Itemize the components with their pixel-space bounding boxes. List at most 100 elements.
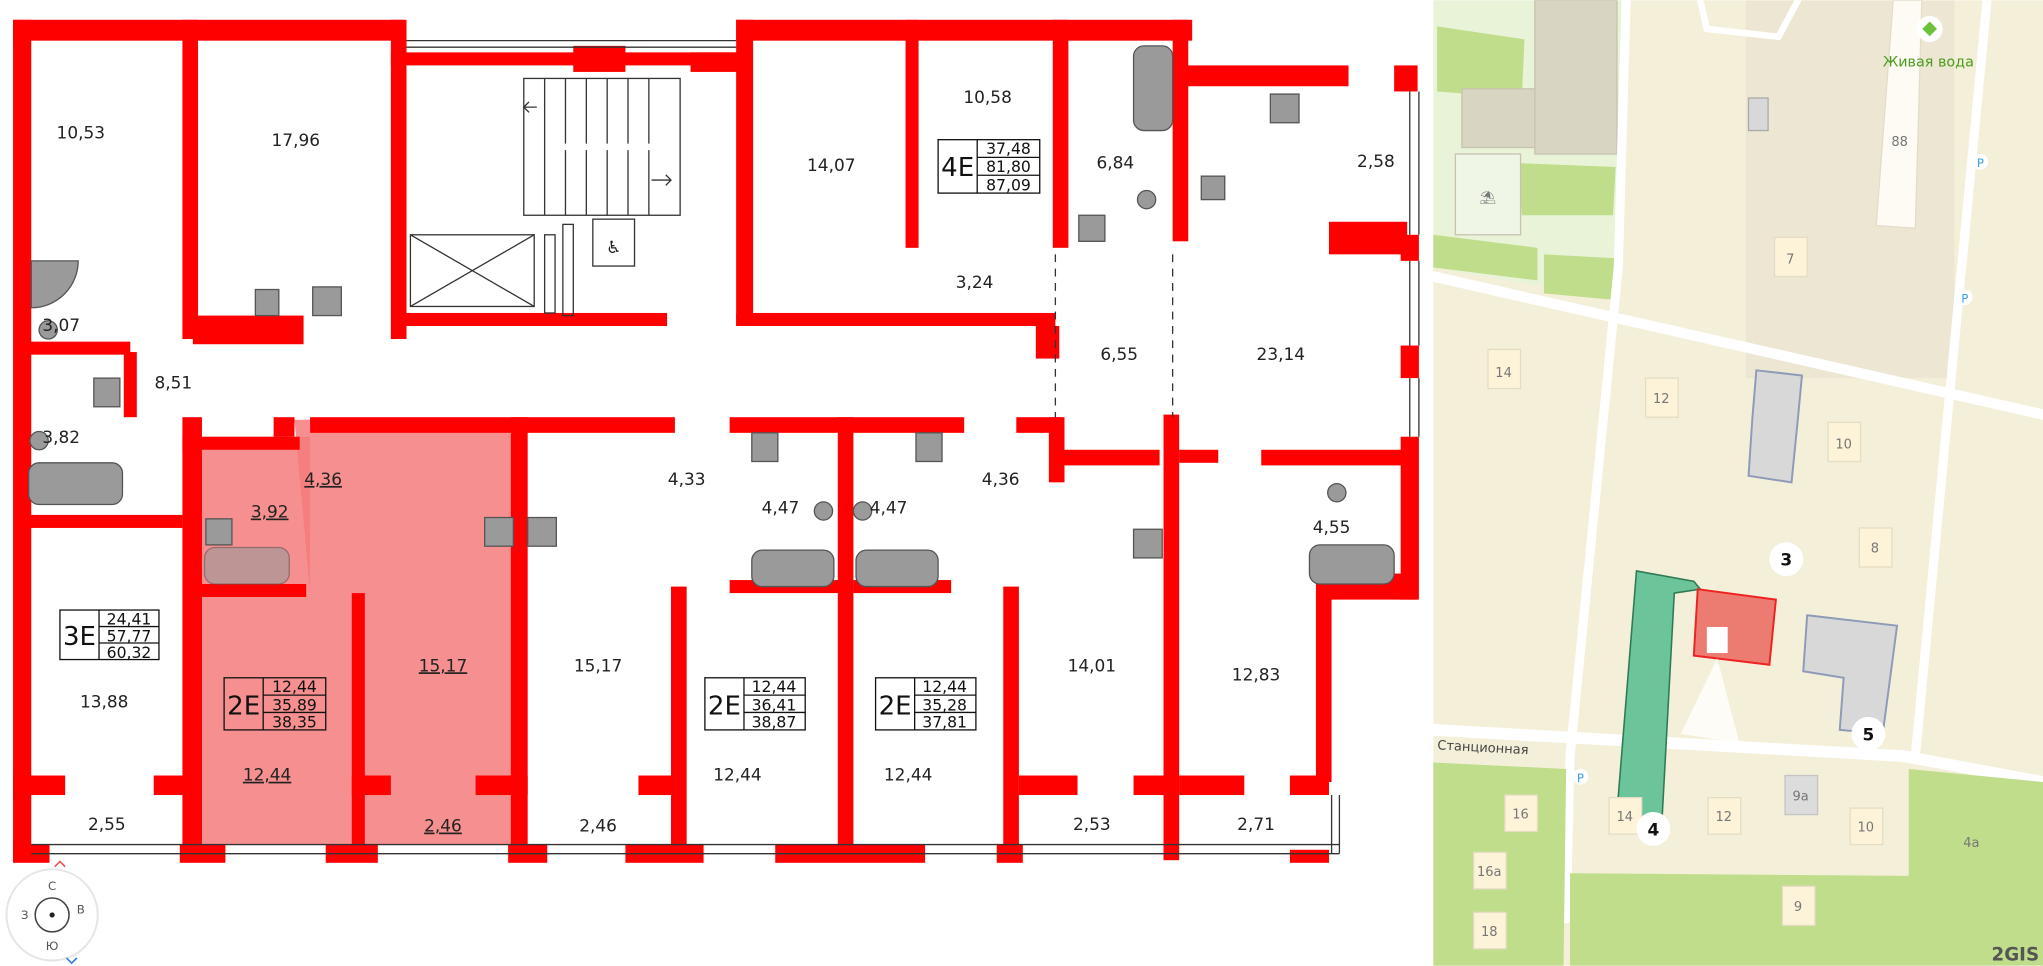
washer xyxy=(915,432,943,463)
building-3 xyxy=(1747,369,1804,484)
room-area: 12,83 xyxy=(1232,664,1280,684)
svg-text:35,89: 35,89 xyxy=(272,695,317,714)
svg-text:35,28: 35,28 xyxy=(922,695,967,714)
building-number: 16а xyxy=(1477,865,1502,880)
stove xyxy=(1269,93,1300,124)
bathtub xyxy=(203,546,290,585)
toilet xyxy=(852,501,873,521)
apartment-badge-2e[interactable]: 2E 12,44 35,28 37,81 xyxy=(874,677,977,731)
room-area: 6,84 xyxy=(1096,152,1134,172)
building-5 xyxy=(1802,614,1899,735)
room-area: 3,24 xyxy=(956,272,994,292)
room-area: 2,46 xyxy=(579,816,617,836)
room-area: 2,55 xyxy=(88,814,126,834)
svg-text:P: P xyxy=(1577,771,1584,785)
room-area: 2,71 xyxy=(1237,814,1275,834)
building-number: 9а xyxy=(1793,789,1809,804)
building-selected[interactable] xyxy=(1692,588,1777,666)
map[interactable]: ⛱ 88 Живая вода xyxy=(1433,0,2043,966)
building-number: 16 xyxy=(1512,808,1529,823)
washer xyxy=(93,377,121,408)
room-area: 15,17 xyxy=(419,655,467,675)
building-number: 12 xyxy=(1716,810,1733,825)
svg-text:38,35: 38,35 xyxy=(272,712,317,731)
apartment-badge-2e-selected[interactable]: 2E 12,44 35,89 38,35 xyxy=(223,677,327,731)
svg-text:P: P xyxy=(1961,292,1968,306)
room-area: 2,46 xyxy=(424,816,462,836)
svg-text:P: P xyxy=(1977,156,1984,170)
stove xyxy=(312,286,343,317)
washer xyxy=(205,518,233,546)
staircase xyxy=(522,77,681,216)
washer xyxy=(1078,214,1106,242)
room-area: 14,01 xyxy=(1068,655,1116,675)
svg-text:5: 5 xyxy=(1863,724,1875,744)
svg-text:3E: 3E xyxy=(63,622,96,652)
room-area: 6,55 xyxy=(1100,344,1138,364)
building-number: 88 xyxy=(1891,135,1908,150)
room-area: 12,44 xyxy=(243,765,291,785)
compass-north: С xyxy=(48,879,56,893)
room-area: 3,92 xyxy=(251,502,289,522)
compass[interactable]: С Ю З В xyxy=(5,860,99,965)
shower xyxy=(30,260,79,309)
fixtures xyxy=(28,45,1395,588)
compass-south: Ю xyxy=(46,939,59,953)
apartment-badge-4e[interactable]: 4E 37,48 81,80 87,09 xyxy=(937,139,1041,194)
sink xyxy=(254,288,280,317)
room-area: 3,07 xyxy=(42,315,80,335)
stove xyxy=(484,516,515,547)
wheelchair-icon: ♿ xyxy=(592,218,636,267)
bathtub xyxy=(751,549,835,588)
svg-text:24,41: 24,41 xyxy=(107,609,152,628)
svg-text:37,48: 37,48 xyxy=(986,139,1031,158)
bathtub xyxy=(1132,45,1174,132)
bathtub xyxy=(855,549,939,588)
svg-text:87,09: 87,09 xyxy=(986,175,1031,194)
room-area: 14,07 xyxy=(807,155,855,175)
building-number: 10 xyxy=(1835,437,1852,452)
badge-4[interactable]: 4 xyxy=(1636,811,1671,846)
room-area: 3,82 xyxy=(42,427,80,447)
building-number: 7 xyxy=(1786,252,1794,267)
walls xyxy=(13,19,1419,863)
svg-text:12,44: 12,44 xyxy=(272,677,317,696)
svg-text:81,80: 81,80 xyxy=(986,157,1031,176)
selected-section-marker xyxy=(1706,626,1728,654)
room-area: 4,36 xyxy=(982,469,1020,489)
building-number: 12 xyxy=(1653,392,1670,407)
svg-text:♿: ♿ xyxy=(606,237,621,257)
badge-3[interactable]: 3 xyxy=(1769,542,1804,577)
rotate-up-icon[interactable] xyxy=(54,860,66,868)
parking-icon: P xyxy=(1972,154,1989,170)
playground-icon: ⛱ xyxy=(1480,190,1497,206)
room-area: 17,96 xyxy=(272,130,320,150)
building-number: 14 xyxy=(1616,810,1633,825)
building-number: 10 xyxy=(1858,821,1875,836)
toilet xyxy=(1136,189,1157,210)
svg-text:3: 3 xyxy=(1780,550,1792,570)
room-area: 12,44 xyxy=(884,765,932,785)
room-area: 13,88 xyxy=(80,692,128,712)
parking-icon: P xyxy=(1572,768,1589,785)
room-area: 10,58 xyxy=(963,87,1011,107)
rotate-down-icon[interactable] xyxy=(65,957,78,965)
svg-text:57,77: 57,77 xyxy=(107,626,152,645)
building-number: 4а xyxy=(1963,836,1979,851)
roads xyxy=(1433,0,2043,924)
room-area: 10,53 xyxy=(57,122,105,142)
room-labels: 10,53 17,96 3,07 3,82 8,51 14,07 10,58 6… xyxy=(42,87,1394,835)
badge-5[interactable]: 5 xyxy=(1851,716,1886,751)
building-number: 18 xyxy=(1481,925,1498,940)
svg-text:2E: 2E xyxy=(227,691,260,721)
poi-label[interactable]: Живая вода xyxy=(1883,55,1974,71)
apartment-badge-3e[interactable]: 3E 24,41 57,77 60,32 xyxy=(59,609,160,662)
room-area: 4,47 xyxy=(762,498,800,518)
apartment-badge-2e[interactable]: 2E 12,44 36,41 38,87 xyxy=(704,677,806,731)
room-area: 2,58 xyxy=(1357,151,1395,171)
room-area: 4,47 xyxy=(870,498,908,518)
washer xyxy=(751,432,779,463)
compass-west: З xyxy=(21,908,29,922)
stove xyxy=(527,516,558,547)
